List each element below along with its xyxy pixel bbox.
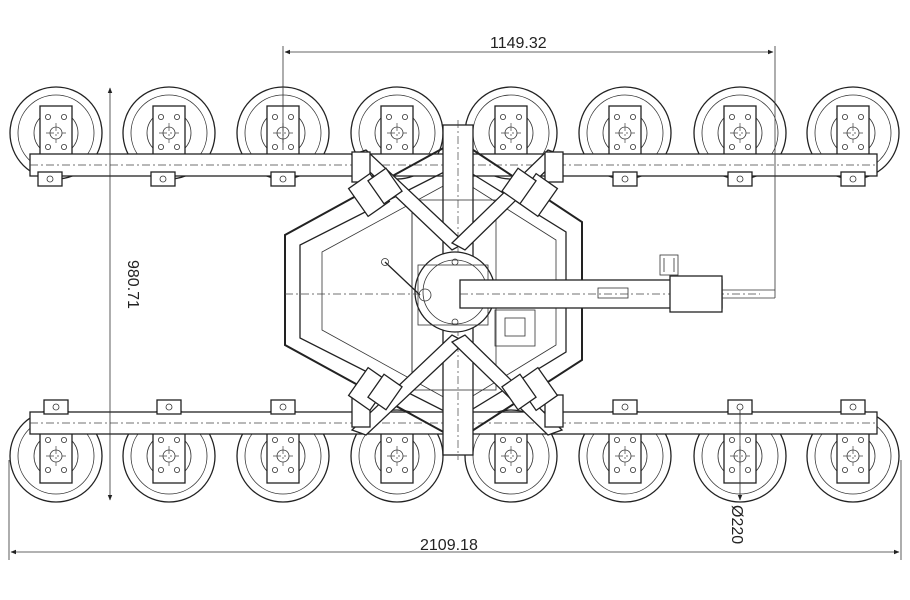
dimension-top-width: 1149.32: [282, 35, 776, 298]
dimension-side-height: 980.71: [107, 87, 141, 501]
boom-arm: [459, 254, 775, 347]
dimension-wheel-diameter: Ø220: [728, 410, 745, 544]
wheel-diameter-label: Ø220: [728, 505, 745, 544]
overall-width-label: 2109.18: [420, 537, 478, 554]
side-height-label: 980.71: [124, 260, 141, 309]
dimension-overall-width: 2109.18: [8, 460, 902, 560]
diagonal-clamps: [347, 167, 559, 412]
top-width-label: 1149.32: [490, 35, 547, 52]
